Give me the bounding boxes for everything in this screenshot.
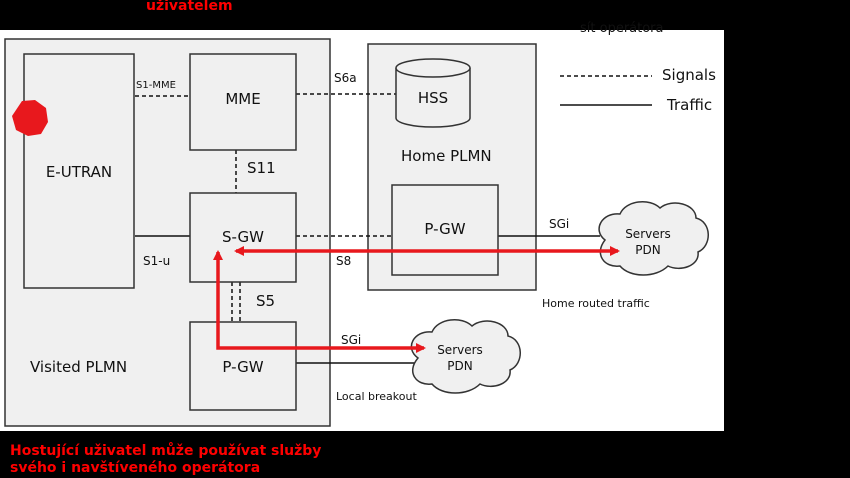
visited-plmn-label: Visited PLMN (30, 358, 127, 376)
pdn-local-cloud (410, 319, 521, 394)
local-breakout-label: Local breakout (336, 390, 417, 403)
s1-mme-label: S1-MME (136, 80, 176, 91)
pdn-local-pdn-label: PDN (447, 359, 472, 373)
s5-label: S5 (256, 292, 275, 310)
sgi-home-label: SGi (549, 217, 569, 231)
sgw-label: S-GW (222, 228, 264, 246)
legend-traffic-label: Traffic (666, 96, 712, 114)
s6a-label: S6a (334, 71, 357, 85)
pgw-home-label: P-GW (424, 220, 465, 238)
home-routed-traffic-label: Home routed traffic (542, 297, 650, 310)
pgw-visited-label: P-GW (222, 358, 263, 376)
pdn-home-pdn-label: PDN (635, 243, 660, 257)
header-text: uživatelem (146, 0, 233, 14)
pdn-home-servers-label: Servers (625, 227, 671, 241)
mme-box (189, 53, 297, 151)
local-breakout-arrow (213, 250, 426, 353)
hss-database (395, 58, 471, 128)
user-marker (12, 100, 48, 136)
legend-signals-label: Signals (662, 66, 716, 84)
footer-line-2: svého i navštíveného operátora (10, 460, 261, 476)
s1-u-label: S1-u (143, 254, 170, 268)
sgi-local-label: SGi (341, 333, 361, 347)
mme-label: MME (225, 90, 260, 108)
s8-label: S8 (336, 254, 351, 268)
s11-label: S11 (247, 159, 276, 177)
eutran-label: E-UTRAN (46, 163, 112, 181)
hss-label: HSS (418, 89, 448, 107)
eutran-box (23, 53, 135, 289)
pdn-home-cloud (598, 201, 709, 276)
footer-line-1: Hostující uživatel může používat služby (10, 443, 322, 459)
pdn-local-servers-label: Servers (437, 343, 483, 357)
header-corner-text: sít operátora (580, 21, 664, 36)
home-plmn-label: Home PLMN (401, 147, 492, 165)
